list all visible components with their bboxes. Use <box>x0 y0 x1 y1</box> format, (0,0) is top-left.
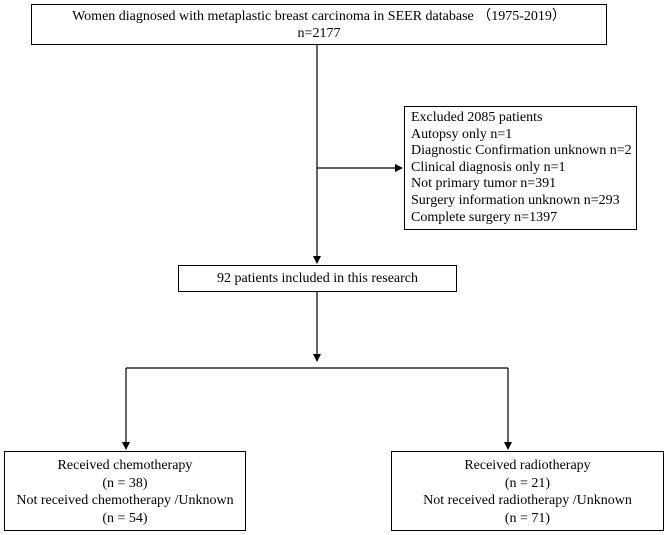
excluded-item: Not primary tumor n=391 <box>411 176 557 192</box>
radiotherapy-box: Received radiotherapy (n = 21) Not recei… <box>391 451 664 531</box>
chemotherapy-received-count: (n = 38) <box>102 475 148 491</box>
chemotherapy-not-received-count: (n = 54) <box>102 510 148 526</box>
excluded-item: Clinical diagnosis only n=1 <box>411 159 566 175</box>
chemotherapy-not-received-label: Not received chemotherapy /Unknown <box>16 493 234 508</box>
source-population-box: Women diagnosed with metaplastic breast … <box>31 4 607 45</box>
excluded-item: Autopsy only n=1 <box>411 126 513 142</box>
radiotherapy-not-received-count: (n = 71) <box>504 510 551 526</box>
excluded-item: Complete surgery n=1397 <box>411 209 558 225</box>
chemotherapy-received-label: Received chemotherapy <box>57 458 193 473</box>
included-patients-box: 92 patients included in this research <box>178 265 457 292</box>
excluded-item: Diagnostic Confirmation unknown n=2 <box>411 143 632 159</box>
excluded-heading: Excluded 2085 patients <box>411 110 543 125</box>
radiotherapy-received-count: (n = 21) <box>504 475 551 491</box>
radiotherapy-not-received-label: Not received radiotherapy /Unknown <box>423 493 632 508</box>
excluded-item: Surgery information unknown n=293 <box>411 192 620 208</box>
radiotherapy-received-label: Received radiotherapy <box>464 458 591 473</box>
source-population-title: Women diagnosed with metaplastic breast … <box>72 9 566 24</box>
excluded-patients-box: Excluded 2085 patients Autopsy only n=1 … <box>404 106 637 230</box>
source-population-count: n=2177 <box>297 26 341 41</box>
chemotherapy-box: Received chemotherapy (n = 38) Not recei… <box>4 451 246 531</box>
included-patients-label: 92 patients included in this research <box>217 271 418 286</box>
